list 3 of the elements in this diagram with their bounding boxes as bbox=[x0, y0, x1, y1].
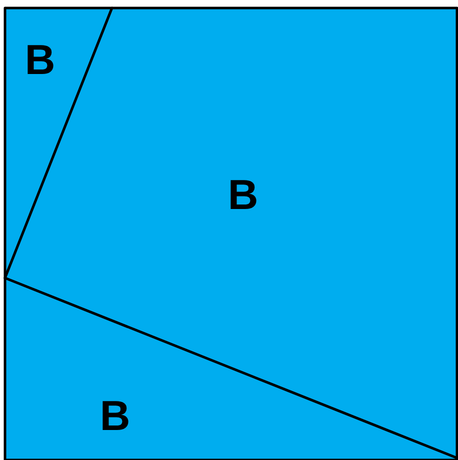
region-label: B bbox=[24, 39, 56, 81]
region-label: B bbox=[228, 174, 258, 216]
region-label: B bbox=[100, 395, 130, 437]
